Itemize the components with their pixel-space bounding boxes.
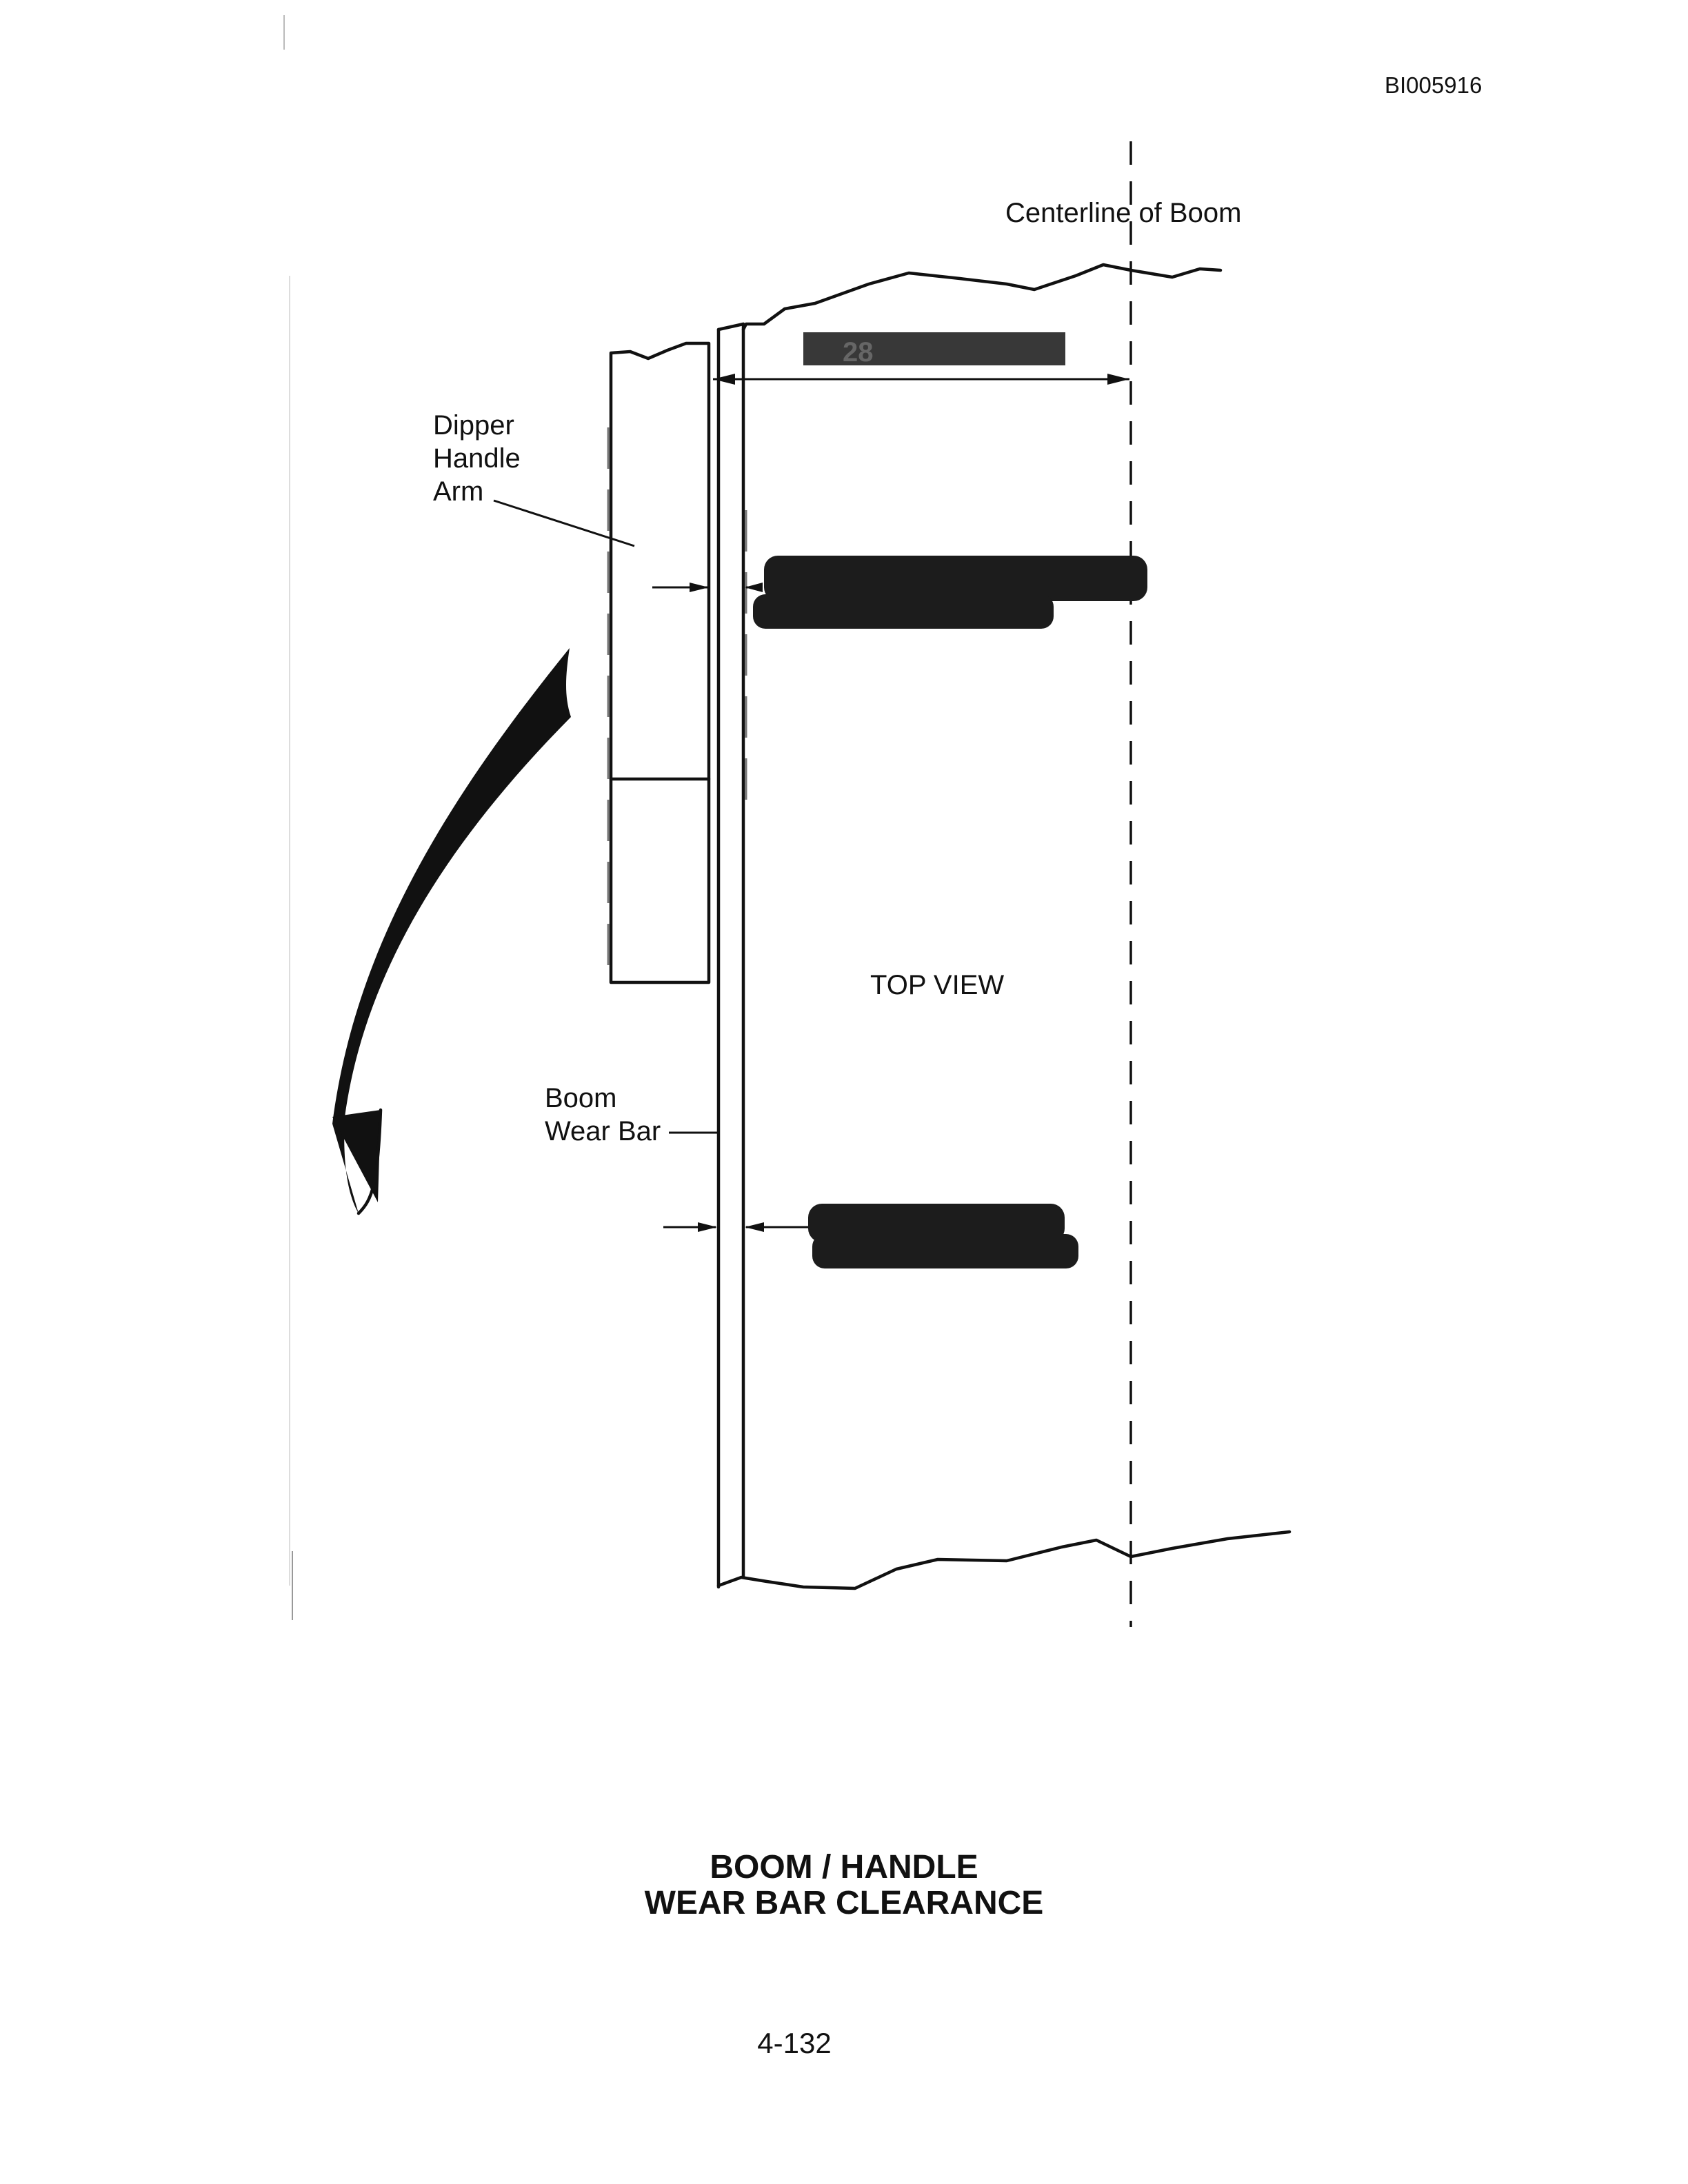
lower-clearance-redaction-1 [808,1204,1065,1242]
wear-bar-label-line2: Wear Bar [545,1116,661,1146]
dimension-arrow-right [1107,374,1129,385]
dimension-arrow-left [713,374,735,385]
centerline-label: Centerline of Boom [1005,198,1241,228]
dimension-partial-value: 28 [843,337,874,367]
upper-clearance-redaction-1 [764,556,1147,601]
wear-bar-label-line1: Boom [545,1083,617,1113]
dimension-redaction [803,332,1065,365]
swing-direction-arrow-body [332,648,571,1213]
lower-clearance-arrowhead-right [745,1222,764,1232]
dipper-leader-line [493,499,635,547]
lower-clearance-redaction-2 [812,1234,1078,1268]
dipper-handle-arm [609,341,711,984]
dipper-label-line2: Handle [433,443,521,474]
diagram-title-line2: WEAR BAR CLEARANCE [645,1885,1044,1921]
page-number: 4-132 [757,2027,831,2059]
dipper-label-line1: Dipper [433,410,514,441]
upper-clearance-redaction-2 [753,594,1054,629]
top-view-label: TOP VIEW [870,970,1004,1000]
diagram-title-line1: BOOM / HANDLE [710,1849,978,1885]
upper-clearance-arrowhead-right [745,583,763,592]
boom-bottom-break-line [716,1530,1292,1590]
upper-clearance-arrowhead-left [690,583,709,592]
dipper-label-line3: Arm [433,476,483,507]
swing-direction-arrowhead [332,1110,381,1202]
swing-arrow-edge [356,1108,383,1215]
boom-top-break-line [741,263,1223,332]
wear-bar-top-cap [716,322,745,332]
lower-clearance-arrowhead-left [698,1222,717,1232]
document-id: BI005916 [1385,72,1482,98]
